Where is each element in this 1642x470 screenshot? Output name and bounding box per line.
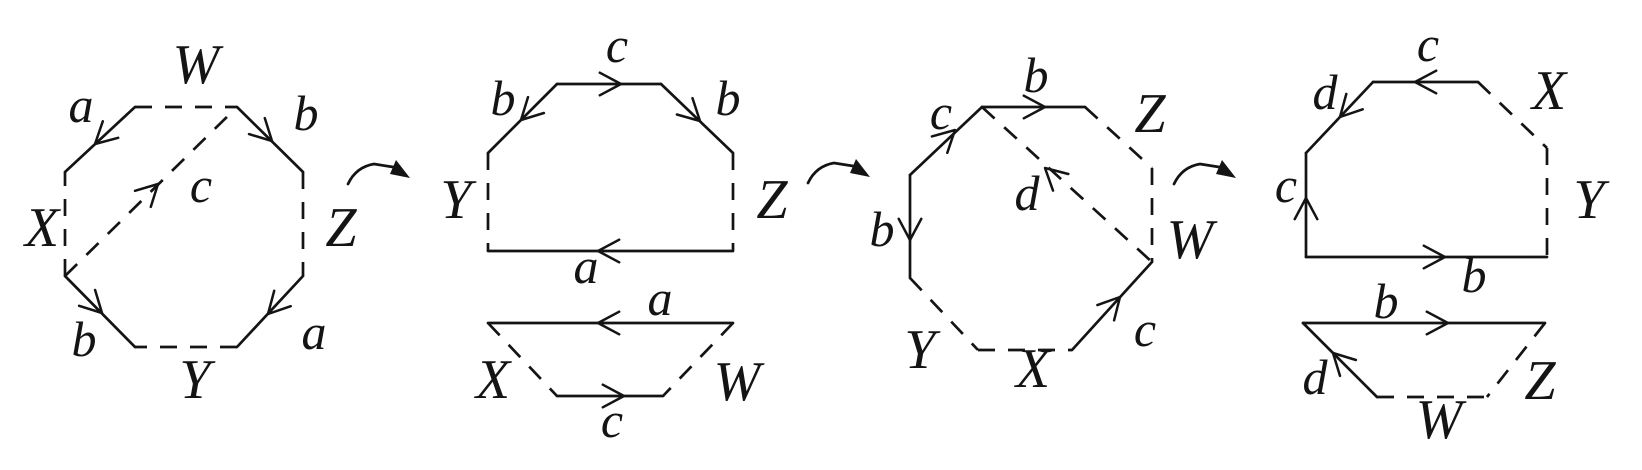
- d4t-arrow-d-left: [1331, 351, 1358, 378]
- diagram-1-octagon: W X Y Z a b b a c: [23, 34, 358, 411]
- d1-label-c-diagonal: c: [190, 157, 212, 213]
- d2-arrow-b-top-right: [675, 96, 702, 123]
- d3-label-X: X: [1014, 338, 1053, 400]
- d4-label-d-top-left: d: [1313, 64, 1339, 120]
- diagram-4-hexagon: c d X c Y b: [1275, 16, 1611, 303]
- d4-label-b-bottom: b: [1462, 247, 1487, 303]
- d2t-label-X: X: [474, 349, 513, 411]
- d2t-label-c-bottom: c: [601, 392, 623, 448]
- d4-edge-top-right-X: [1477, 81, 1548, 149]
- d2t-arrow-a-top: [596, 310, 621, 336]
- step-arrow-3-head: [1216, 160, 1236, 178]
- d3-edge-c-top-left: [908, 105, 984, 177]
- d3-arrow-diagonal-d: [1043, 166, 1070, 192]
- d1-label-W: W: [173, 34, 224, 96]
- d4-arrow-c-left: [1293, 196, 1319, 221]
- d1-label-b-bottom-left: b: [72, 311, 97, 367]
- d3-arrow-b-top: [1022, 94, 1047, 120]
- d4t-label-W: W: [1416, 389, 1467, 451]
- d2-label-Y: Y: [440, 169, 477, 231]
- d4t-label-b-top: b: [1374, 273, 1399, 329]
- d1-label-X: X: [23, 197, 62, 259]
- step-arrow-3-arc: [1172, 162, 1221, 186]
- step-arrow-2-head: [850, 159, 870, 177]
- d4-label-c-top: c: [1417, 16, 1439, 72]
- d1-diagonal-c: [64, 106, 238, 277]
- d3-label-c-bottom-right: c: [1134, 301, 1156, 357]
- d2t-label-W: W: [714, 351, 765, 413]
- d3-arrow-b-left: [897, 217, 923, 242]
- d4t-edge-d-left: [1301, 321, 1379, 399]
- d4-label-c-left: c: [1275, 157, 1297, 213]
- d2-arrow-b-top-left: [519, 95, 546, 122]
- d1-edge-a-top-left: [63, 105, 137, 174]
- d1-arrow-b-bottom-left: [77, 288, 104, 315]
- d4-arrow-b-bottom: [1422, 244, 1447, 270]
- d2-arrow-a-bottom: [596, 238, 621, 264]
- d2t-edge-left-X: [487, 322, 558, 397]
- step-arrow-2-icon: [806, 159, 870, 185]
- d3-label-Z: Z: [1134, 83, 1166, 145]
- d3-label-W: W: [1167, 209, 1218, 271]
- d4-label-X: X: [1530, 60, 1569, 122]
- d3-arrow-c-top-left: [930, 128, 957, 155]
- d4t-label-Z: Z: [1524, 350, 1556, 412]
- d3-label-b-top: b: [1024, 47, 1049, 103]
- d3-edge-c-bottom-right: [1070, 260, 1154, 352]
- diagram-2-trapezoid: a X W c: [474, 270, 765, 448]
- d2-label-c-top: c: [606, 17, 628, 73]
- d3-label-c-top-left: c: [930, 84, 952, 140]
- d3-edge-top-right-Z: [1084, 106, 1153, 169]
- d1-label-Y: Y: [179, 349, 216, 411]
- d3-label-Y: Y: [904, 319, 941, 381]
- d2-label-b-left: b: [491, 70, 516, 126]
- d3-arrow-c-bottom-right: [1096, 295, 1122, 322]
- d4t-label-d-left: d: [1303, 349, 1329, 405]
- step-arrow-2-arc: [806, 161, 855, 185]
- d3-label-b-left: b: [870, 201, 895, 257]
- d1-arrow-a-top-left: [93, 120, 120, 146]
- d4t-arrow-b-top: [1425, 310, 1450, 336]
- d2-label-Z: Z: [756, 169, 788, 231]
- d1-label-a-bottom-right: a: [302, 304, 327, 360]
- d4t-edge-right-Z: [1485, 322, 1547, 398]
- d2t-edge-right-W: [662, 322, 734, 397]
- d2-arrow-c-top: [598, 71, 623, 97]
- step-arrow-1-icon: [346, 160, 410, 186]
- d1-arrow-a-bottom-right: [266, 289, 292, 316]
- d1-arrow-diagonal-c: [133, 182, 160, 209]
- diagram-3-octagon: b Z c d b W c Y X: [870, 47, 1218, 400]
- d1-label-b-top-right: b: [294, 85, 319, 141]
- d2-label-a-bottom: a: [574, 238, 599, 294]
- d4-label-Y: Y: [1573, 169, 1610, 231]
- d2-edge-b-top-right: [659, 82, 735, 155]
- d4-arrow-d-top-left: [1338, 92, 1364, 119]
- d1-edge-a-bottom-right: [235, 274, 305, 349]
- d2t-arrow-c-bottom: [601, 383, 626, 409]
- d4-arrow-c-top: [1413, 69, 1438, 95]
- d2-label-b-right: b: [716, 70, 741, 126]
- diagram-2-hexagon: c b b Y Z a: [440, 17, 788, 294]
- d3-edge-bottom-left-Y: [909, 277, 979, 351]
- diagram-4-trapezoid: b d W Z: [1301, 273, 1556, 451]
- step-arrow-3-icon: [1172, 160, 1236, 186]
- d1-arrow-b-top-right: [247, 116, 274, 143]
- d1-label-a-top-left: a: [69, 77, 94, 133]
- d1-label-Z: Z: [325, 197, 357, 259]
- d3-label-d-diagonal: d: [1015, 165, 1041, 221]
- d2t-label-a-top: a: [648, 270, 673, 326]
- step-arrow-1-head: [390, 160, 410, 178]
- step-arrow-1-arc: [346, 162, 395, 186]
- d3-diagonal-d: [981, 106, 1153, 263]
